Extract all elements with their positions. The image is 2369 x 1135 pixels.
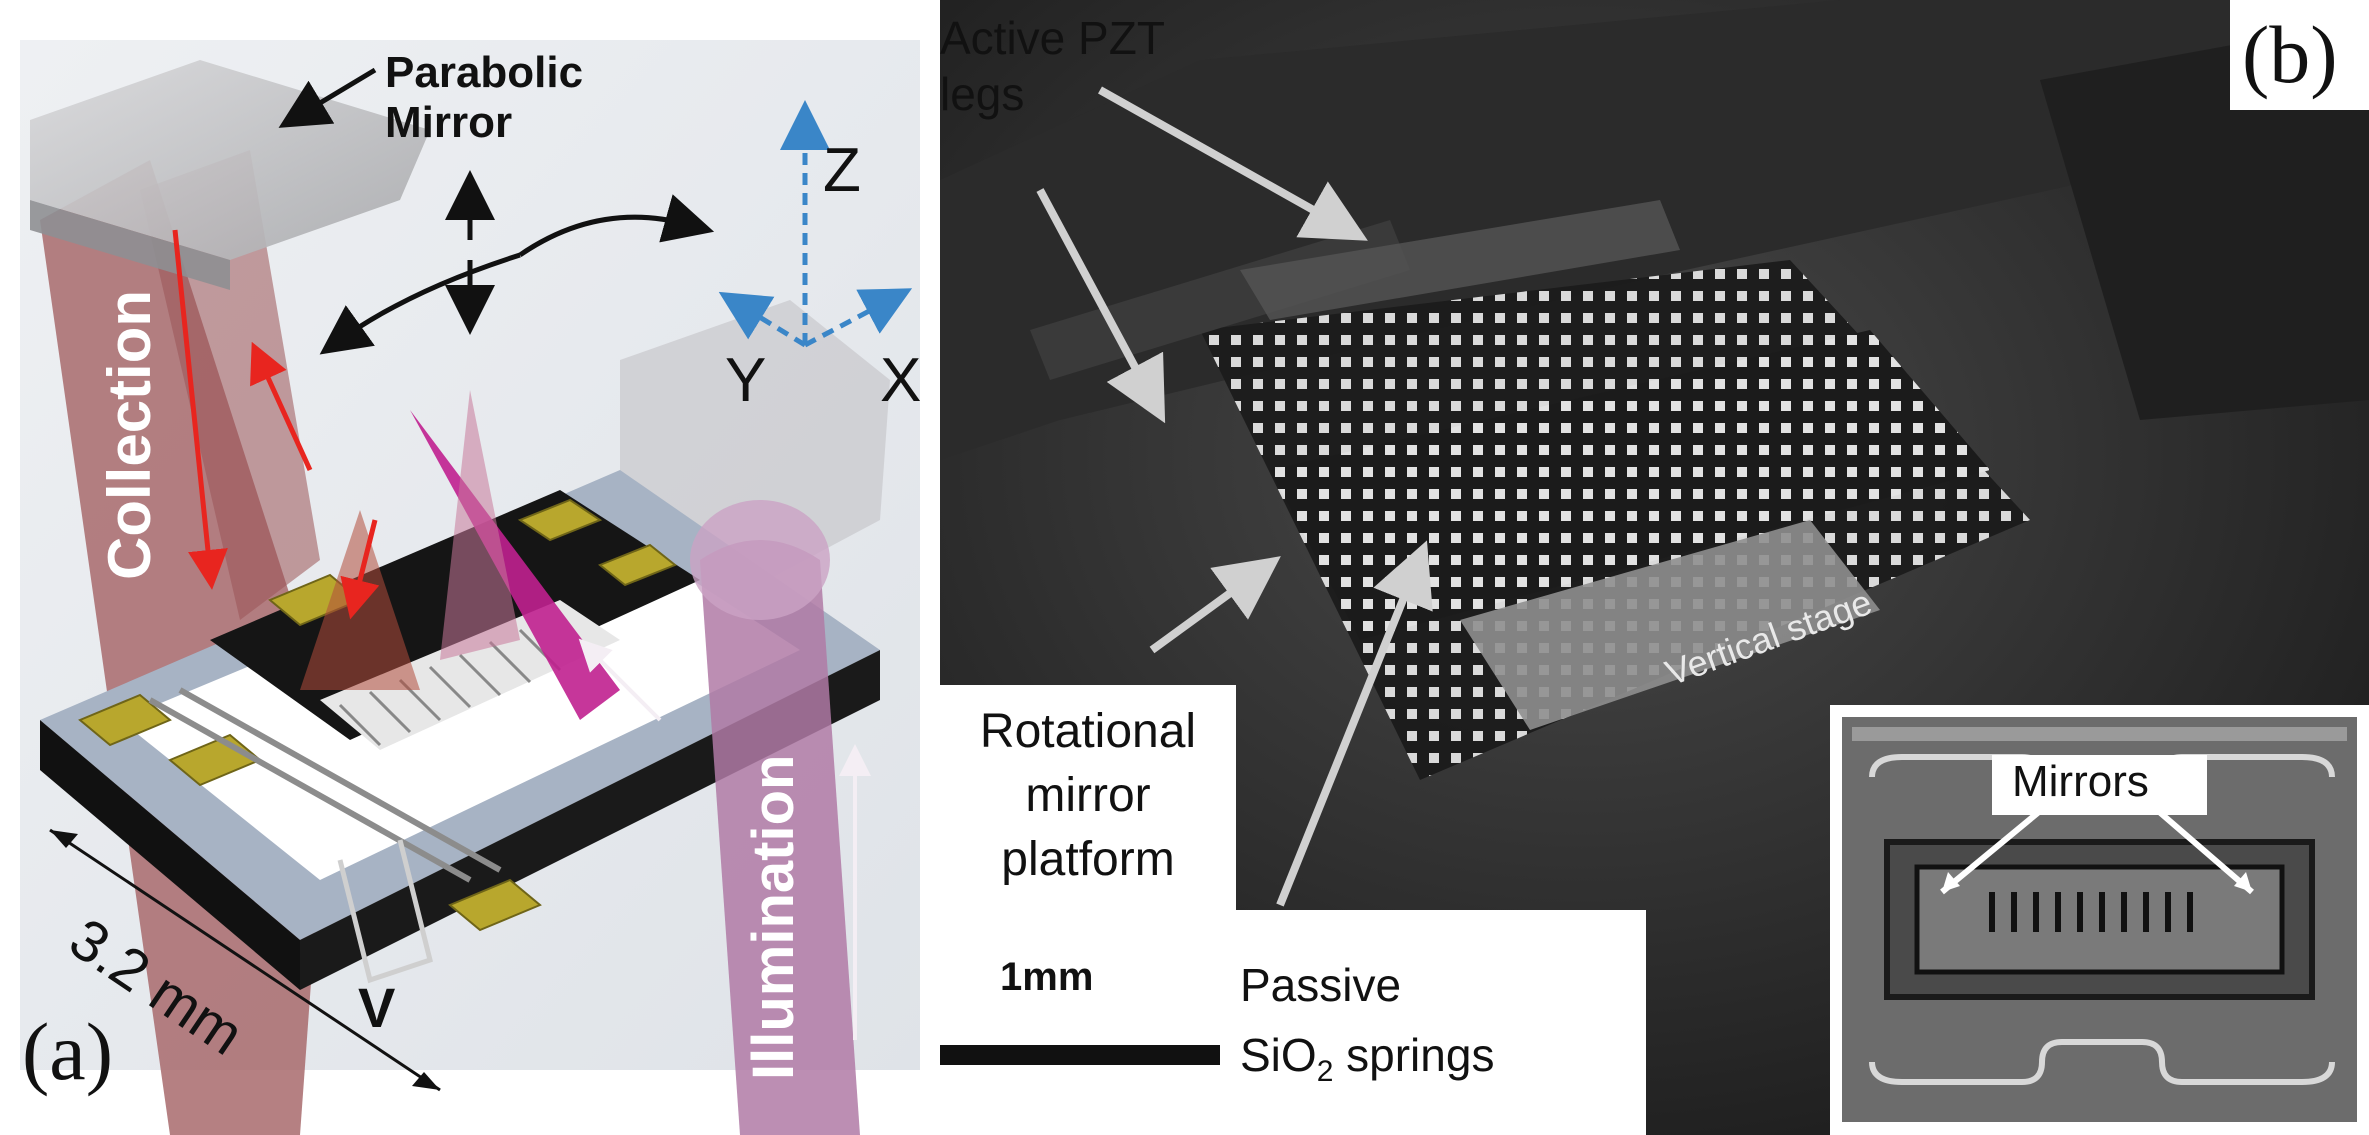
illumination-label: Illumination — [741, 754, 806, 1080]
panel-b-photograph: Active PZT legs (b) Rotational mirror pl… — [940, 0, 2369, 1135]
rotation-arrow-right — [518, 194, 715, 258]
panel-a-letter: (a) — [22, 1006, 114, 1097]
illumination-beam — [700, 540, 860, 1135]
pzt-leg-top — [1240, 200, 1680, 320]
perforated-platform-inner — [1270, 330, 1990, 640]
pzt-arrow-left — [1036, 188, 1166, 424]
mirrors-label: Mirrors — [2012, 757, 2149, 806]
axis-triad — [718, 100, 913, 348]
illumination-beam-top — [690, 500, 830, 620]
rotational-label-box: Rotational mirror platform 1mm — [940, 685, 1236, 1135]
scale-bar-label: 1mm — [1000, 955, 1094, 999]
device-schematic-drawing — [20, 40, 920, 1135]
collection-label: Collection — [96, 289, 163, 580]
passive-springs-suffix: springs — [1333, 1029, 1495, 1081]
panel-a-device-schematic: Parabolic Mirror Z Y X Collection Illumi… — [0, 0, 940, 1135]
passive-springs-label: Passive SiO2 springs — [1240, 950, 1494, 1107]
photo-right-structure — [2040, 20, 2369, 420]
top-spacer — [1620, 0, 1688, 90]
axis-x-label: X — [880, 346, 922, 415]
dimension-arrow-end — [412, 1072, 440, 1090]
passive-springs-sio: SiO — [1240, 1029, 1317, 1081]
dimension-arrow-start — [50, 830, 78, 848]
active-pzt-label-line2: legs — [940, 68, 1025, 120]
voltage-label: V — [358, 976, 396, 1039]
active-pzt-label: Active PZT legs — [940, 10, 1165, 122]
parabolic-mirror-label: Parabolic Mirror — [385, 48, 583, 148]
scale-bar — [940, 1045, 1220, 1065]
rotational-label-line2: mirror — [1025, 769, 1151, 822]
springs — [148, 687, 502, 883]
collection-arrow-down — [172, 229, 228, 590]
passive-springs-label-line1: Passive — [1240, 959, 1402, 1011]
illumination-arrow-small — [578, 638, 662, 722]
active-pzt-label-line1: Active PZT — [940, 12, 1165, 64]
passive-springs-subscript: 2 — [1316, 1055, 1334, 1089]
panel-b-letter-box: (b) — [2230, 0, 2369, 110]
axis-y-label: Y — [725, 346, 767, 415]
collection-arrow-small — [340, 519, 380, 620]
passive-springs-label-line2: SiO2 springs — [1240, 1020, 1494, 1107]
device-side-left — [40, 720, 300, 990]
passive-springs-label-box: Passive SiO2 springs — [1236, 910, 1646, 1135]
sem-inset-image — [1842, 717, 2357, 1122]
parabolic-mirror-label-line2: Mirror — [385, 98, 513, 147]
rotation-arrow-left — [319, 252, 521, 355]
voltage-probe — [337, 839, 433, 984]
vertical-stage-photo — [1460, 520, 1880, 730]
mirror-pointer-arrow — [278, 67, 377, 128]
panel-b-letter: (b) — [2242, 9, 2338, 100]
axis-z-label: Z — [823, 136, 861, 205]
rotational-label-line3: platform — [1001, 833, 1175, 886]
reflected-cone — [440, 390, 520, 660]
parabolic-mirror-label-line1: Parabolic — [385, 48, 584, 97]
mirrors-label-box — [1992, 755, 2207, 815]
rotational-label: Rotational mirror platform — [948, 700, 1228, 892]
collection-arrow-up — [250, 341, 313, 472]
rotational-label-line1: Rotational — [979, 705, 1197, 758]
sem-inset-frame: Mirrors — [1830, 705, 2369, 1135]
passive-springs-arrow — [1276, 540, 1433, 907]
rotational-arrow — [1149, 556, 1281, 654]
dimension-line — [49, 828, 441, 1092]
pzt-arrow-right — [1098, 86, 1368, 241]
